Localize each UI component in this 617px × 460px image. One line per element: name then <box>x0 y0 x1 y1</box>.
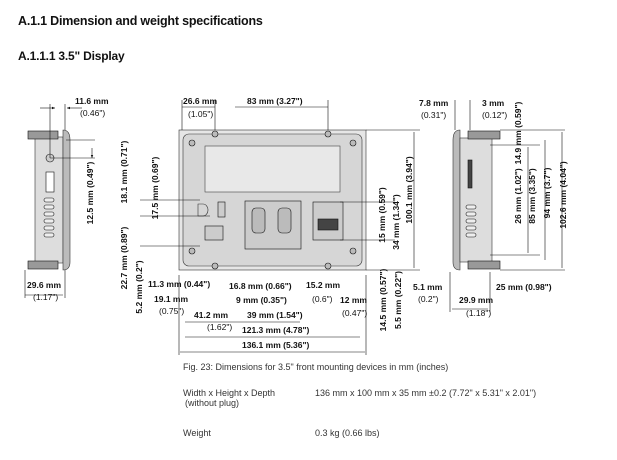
dim-label: 9 mm (0.35") <box>236 295 287 305</box>
dim-label: 5.1 mm <box>413 282 443 292</box>
dim-label: 22.7 mm (0.89") <box>119 227 129 290</box>
dim-label: 11.6 mm <box>75 96 109 106</box>
dim-label: 41.2 mm <box>194 310 228 320</box>
dim-label: 100.1 mm (3.94") <box>404 156 414 224</box>
dim-label: 14.5 mm (0.57") <box>378 269 388 332</box>
dim-label: 12 mm <box>340 295 367 305</box>
dim-label: (1.62") <box>207 322 232 332</box>
dim-label: 15.2 mm <box>306 280 340 290</box>
dim-label: (0.31") <box>421 110 446 120</box>
dim-label: 15 mm (0.59") <box>377 187 387 243</box>
dim-label: 29.6 mm <box>27 280 61 290</box>
dim-label: (1.18") <box>466 308 491 318</box>
spec-value: 0.3 kg (0.66 lbs) <box>315 428 380 438</box>
dim-label: 26 mm (1.02") <box>513 168 523 224</box>
spec-sublabel: (without plug) <box>185 398 240 408</box>
dim-label: 94 mm (3.7") <box>542 167 552 218</box>
dim-label: 12.5 mm (0.49") <box>85 162 95 225</box>
dim-label: 102.6 mm (4.04") <box>558 161 568 229</box>
dim-label: 3 mm <box>482 98 505 108</box>
subsection-heading: A.1.1.1 3.5" Display <box>18 49 125 63</box>
dim-label: 83 mm (3.27") <box>247 96 303 106</box>
front-view <box>140 100 420 355</box>
figure-caption: Fig. 23: Dimensions for 3.5" front mount… <box>183 362 449 372</box>
side-view-right <box>449 100 565 312</box>
side-view-left <box>24 104 95 298</box>
dim-label: 85 mm (3.35") <box>527 168 537 224</box>
dim-label: 7.8 mm <box>419 98 449 108</box>
dim-label: 34 mm (1.34") <box>391 194 401 250</box>
dim-label: (0.2") <box>418 294 439 304</box>
dim-label: 26.6 mm <box>183 96 217 106</box>
dim-label: 19.1 mm <box>154 294 188 304</box>
spec-row-weight: Weight 0.3 kg (0.66 lbs) <box>183 428 380 438</box>
dim-label: (0.47") <box>342 308 367 318</box>
dim-label: 29.9 mm <box>459 295 493 305</box>
dim-label: 5.5 mm (0.22") <box>393 271 403 329</box>
dim-label: 11.3 mm (0.44") <box>148 279 210 289</box>
dim-label: (0.46") <box>80 108 105 118</box>
dim-label: 5.2 mm (0.2") <box>134 260 144 313</box>
spec-value: 136 mm x 100 mm x 35 mm ±0.2 (7.72" x 5.… <box>315 388 537 398</box>
spec-label: Weight <box>183 428 211 438</box>
section-heading: A.1.1 Dimension and weight specification… <box>18 14 263 28</box>
dim-label: 14.9 mm (0.59") <box>513 102 523 165</box>
dim-label: 121.3 mm (4.78") <box>242 325 310 335</box>
dim-label: 39 mm (1.54") <box>247 310 303 320</box>
dim-label: 136.1 mm (5.36") <box>242 340 310 350</box>
dim-label: 16.8 mm (0.66") <box>229 281 292 291</box>
dim-label: 17.5 mm (0.69") <box>150 157 160 220</box>
dim-label: (0.6") <box>312 294 333 304</box>
spec-label: Width x Height x Depth <box>183 388 276 398</box>
dim-label: (1.17") <box>33 292 58 302</box>
spec-row-dimensions: Width x Height x Depth (without plug) 13… <box>183 388 536 408</box>
dim-label: (0.75") <box>159 306 184 316</box>
dim-label: 18.1 mm (0.71") <box>119 141 129 204</box>
dim-label: (1.05") <box>188 109 213 119</box>
dim-label: (0.12") <box>482 110 507 120</box>
dim-label: 25 mm (0.98") <box>496 282 552 292</box>
